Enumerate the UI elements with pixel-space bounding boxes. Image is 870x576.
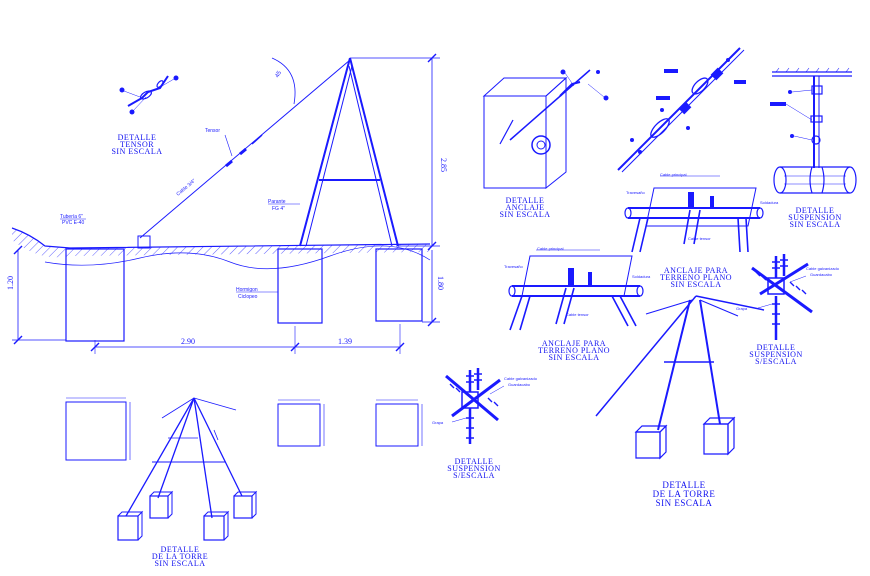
suspension-mid-detail xyxy=(751,254,813,340)
dim-depth-right xyxy=(422,250,440,327)
dim-height-text: 2.85 xyxy=(439,158,448,172)
tuberia-label-2: PVC E-40 xyxy=(62,220,84,226)
ground-hatch xyxy=(12,228,430,258)
travesano-label-bottom: Travesaño xyxy=(504,264,524,269)
torre-left-title-2: DE LA TORRE xyxy=(152,552,208,561)
guardacabo-label-mid: Guardacabo xyxy=(810,272,833,277)
hormigon-label-1: Hormigon xyxy=(236,287,258,293)
anclaje-right-title-1: ANCLAJE PARA xyxy=(664,266,728,275)
tensor-detail xyxy=(119,75,179,115)
travesano-label-top: Travesaño xyxy=(626,190,646,195)
suspension-top-title-1: DETALLE xyxy=(796,206,835,215)
cable-principal-label-bottom: Cable principal xyxy=(537,246,564,251)
tower-leg-left xyxy=(299,57,351,247)
anclaje-left-title-1: ANCLAJE PARA xyxy=(542,339,606,348)
footing-plan-views xyxy=(65,397,423,461)
suspension-bottom-title-3: S/ESCALA xyxy=(453,471,495,480)
hormigon-label-2: Ciclopeo xyxy=(238,294,258,300)
suspension-bottom-title-2: SUSPENSION xyxy=(447,464,500,473)
angle-arc xyxy=(271,57,296,105)
grapa-label-mid: Grapa xyxy=(736,306,748,311)
suspension-bottom-title-1: DETALLE xyxy=(455,457,494,466)
dim-spans xyxy=(90,324,405,354)
torre-left-title-3: SIN ESCALA xyxy=(154,559,205,568)
torre-right-title-2: DE LA TORRE xyxy=(653,489,716,499)
parante-label-1: Parante xyxy=(268,199,286,205)
tensor-leader xyxy=(224,134,233,157)
tensor-detail-title-3: SIN ESCALA xyxy=(111,147,162,156)
anchor-flat-ground-right xyxy=(624,175,764,253)
tensor-detail-title-2: TENSOR xyxy=(120,140,154,149)
footing-right xyxy=(375,248,423,322)
grapa-label-bottom: Grapa xyxy=(432,420,444,425)
angle-text: 45 xyxy=(275,70,284,79)
suspension-top-title-2: SUSPENSION xyxy=(788,213,841,222)
cable-tensor-label-top: Cable tensor xyxy=(688,236,711,241)
suspension-top-title-3: SIN ESCALA xyxy=(789,220,840,229)
suspension-mid-title-3: S/ESCALA xyxy=(755,357,797,366)
dim-depth-left xyxy=(12,245,66,345)
cable-tensor-label-bottom: Cable tensor xyxy=(566,312,589,317)
dim-span-2-text: 1.39 xyxy=(338,337,352,346)
anclaje-detail-title-2: ANCLAJE xyxy=(505,203,544,212)
tower-leg-right xyxy=(349,57,399,247)
turnbuckle xyxy=(225,134,263,168)
dim-height xyxy=(350,53,440,251)
anclaje-detail-title-1: DETALLE xyxy=(506,196,545,205)
tensor-detail-title-1: DETALLE xyxy=(118,133,157,142)
anclaje-right-title-2: TERRENO PLANO xyxy=(660,273,732,282)
footing-middle xyxy=(277,248,323,324)
anclaje-detail-title-3: SIN ESCALA xyxy=(499,210,550,219)
dim-depth-right-text: 1.80 xyxy=(436,276,445,290)
tower-elevation: 2.90 1.39 2.85 1.20 1.80 45 Tubería 6" P… xyxy=(6,53,448,354)
tower-detail-right xyxy=(595,295,765,460)
tensor-label: Tensor xyxy=(205,128,220,134)
torre-right-title-3: SIN ESCALA xyxy=(656,498,713,508)
suspension-mid-title-2: SUSPENSION xyxy=(749,350,802,359)
subsoil-line xyxy=(44,245,431,270)
cable-galv-label-bottom: Cable galvanizado xyxy=(504,376,538,381)
anchor-block-detail xyxy=(482,69,609,190)
torre-left-title-1: DETALLE xyxy=(161,545,200,554)
cable-galv-label-mid-1: Cable galvanizado xyxy=(806,266,840,271)
torre-right-title-1: DETALLE xyxy=(662,480,705,490)
suspension-top-detail xyxy=(770,67,857,194)
parante-label-2: FG 4" xyxy=(272,206,285,212)
anchor-flat-ground-left xyxy=(508,249,644,331)
tower-leg-right-inner xyxy=(348,65,393,247)
guardacabo-label-bottom: Guardacabo xyxy=(508,382,531,387)
tuberia-label-1: Tubería 6" xyxy=(60,214,83,220)
dim-span-1-text: 2.90 xyxy=(181,337,195,346)
anclaje-right-title-3: SIN ESCALA xyxy=(670,280,721,289)
cable-label: Cable 3/4" xyxy=(175,178,197,198)
suspension-mid-title-1: DETALLE xyxy=(757,343,796,352)
soldadura-label-bottom: Soldadura xyxy=(632,274,651,279)
tower-detail-left xyxy=(117,397,258,541)
anclaje-left-title-3: SIN ESCALA xyxy=(548,353,599,362)
clamp-chain-detail xyxy=(617,47,746,173)
soldadura-label-top: Soldadura xyxy=(760,200,779,205)
cable-principal-label-top: Cable principal xyxy=(660,172,687,177)
suspension-bottom-detail xyxy=(445,368,505,444)
anclaje-left-title-2: TERRENO PLANO xyxy=(538,346,610,355)
dim-depth-left-text: 1.20 xyxy=(6,276,15,290)
anchor-block xyxy=(137,235,151,249)
tower-leg-left-inner xyxy=(305,65,353,247)
